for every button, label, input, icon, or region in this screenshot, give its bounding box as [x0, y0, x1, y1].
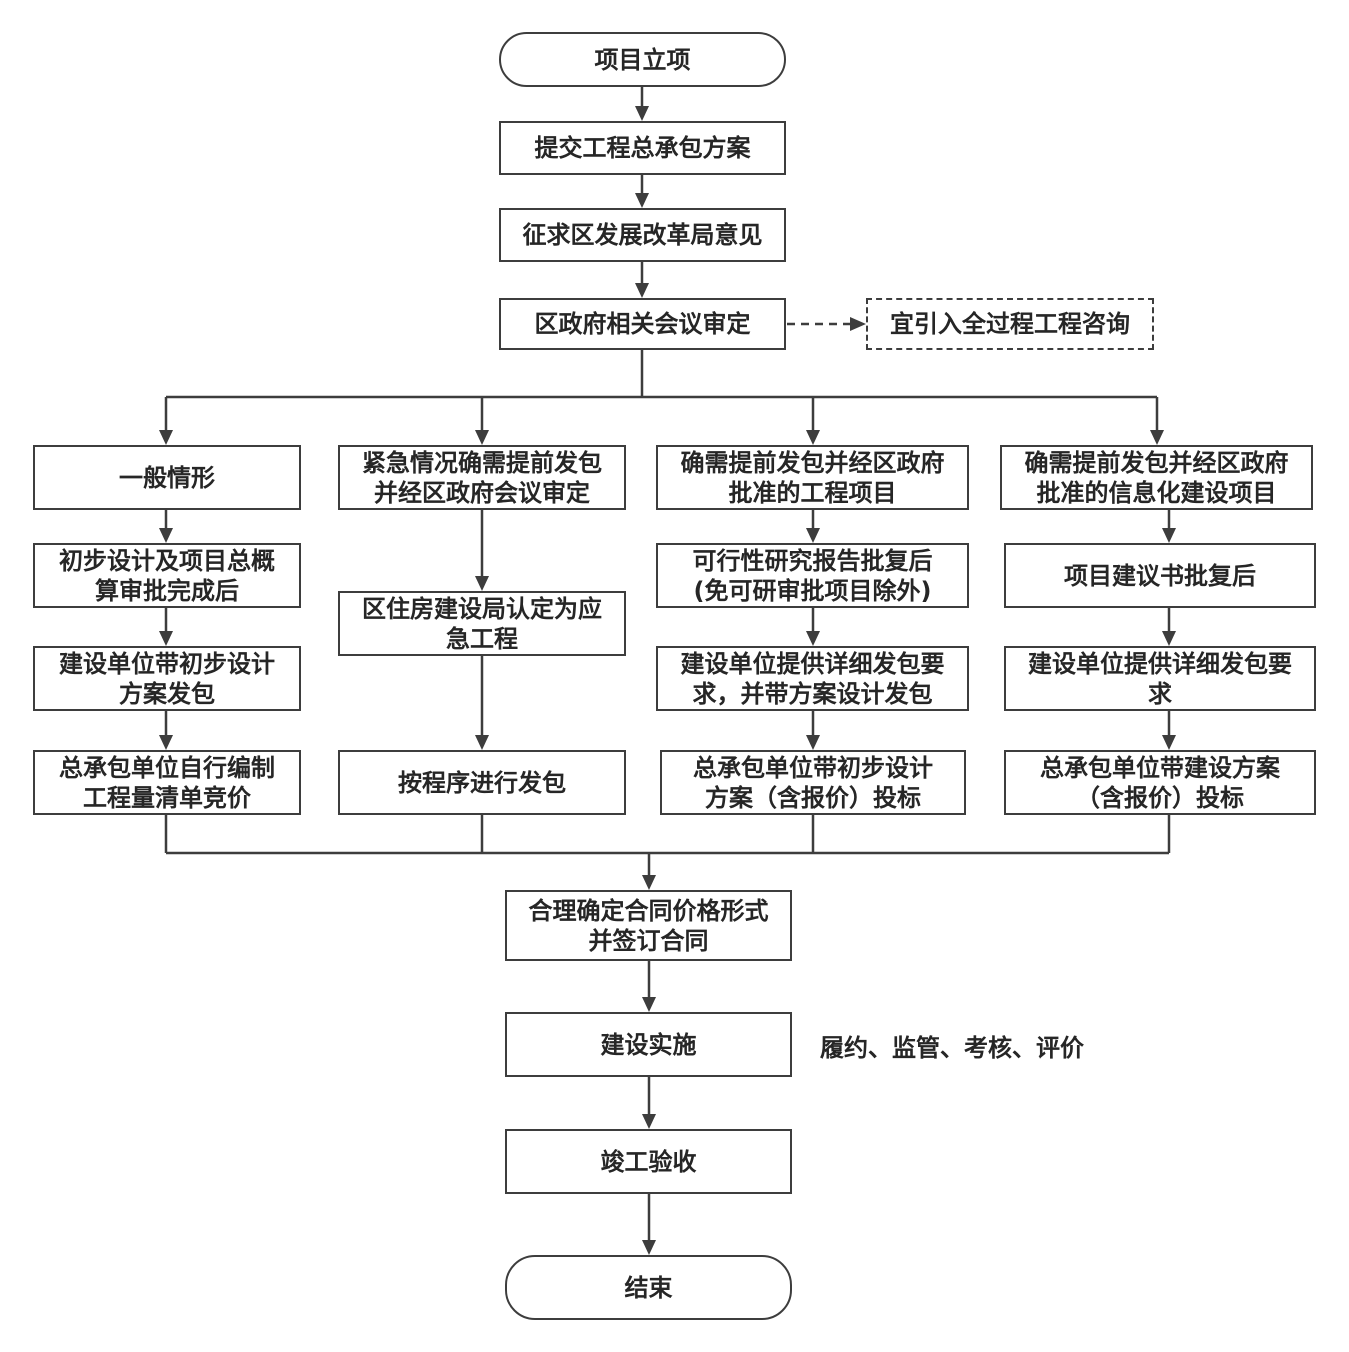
branch-1-step-3-line: 工程量清单竞价	[83, 783, 251, 812]
side-consulting-label: 宜引入全过程工程咨询	[890, 310, 1130, 338]
arrowhead	[642, 875, 656, 890]
arrowhead	[475, 430, 489, 445]
branch-4-step-3-line: 总承包单位带建设方案	[1040, 753, 1280, 782]
branch-4-head: 确需提前发包并经区政府批准的信息化建设项目	[1000, 445, 1313, 510]
branch-3-step-1-line: (免可研审批项目除外)	[693, 576, 932, 605]
arrowhead	[159, 430, 173, 445]
arrowhead	[159, 631, 173, 646]
arrowhead	[475, 576, 489, 591]
branch-3-step-3-line: 总承包单位带初步设计	[693, 753, 933, 782]
step-submit-plan: 提交工程总承包方案	[499, 121, 786, 175]
arrowhead	[159, 528, 173, 543]
step-district-review: 区政府相关会议审定	[499, 298, 786, 350]
step-consult-bureau: 征求区发展改革局意见	[499, 208, 786, 262]
branch-3-head: 确需提前发包并经区政府批准的工程项目	[656, 445, 969, 510]
arrowhead	[635, 283, 649, 298]
step-contract-line: 合理确定合同价格形式	[528, 896, 769, 925]
arrowhead	[1162, 631, 1176, 646]
branch-3-step-1-line: 可行性研究报告批复后	[692, 546, 933, 575]
branch-1-step-1-line: 算审批完成后	[95, 576, 239, 605]
branch-3-head-line: 批准的工程项目	[728, 478, 897, 507]
branch-1-head-line: 一般情形	[119, 463, 215, 492]
step-consult-bureau-label: 征求区发展改革局意见	[522, 221, 763, 249]
end-label: 结束	[624, 1273, 673, 1302]
arrowhead	[850, 317, 866, 331]
branch-3-step-1: 可行性研究报告批复后(免可研审批项目除外)	[656, 543, 969, 608]
step-submit-plan-label: 提交工程总承包方案	[534, 134, 751, 162]
arrowhead	[806, 430, 820, 445]
branch-4-step-3-line: （含报价）投标	[1076, 783, 1244, 812]
branch-4-head-line: 批准的信息化建设项目	[1036, 478, 1277, 507]
branch-4-step-1: 项目建议书批复后	[1004, 543, 1316, 608]
arrowhead	[635, 193, 649, 208]
branch-1-step-2-line: 方案发包	[119, 679, 215, 708]
construction-note: 履约、监管、考核、评价	[820, 1034, 1084, 1062]
arrowhead	[642, 997, 656, 1012]
branch-2-head-line: 紧急情况确需提前发包	[362, 448, 602, 477]
start-terminal: 项目立项	[499, 32, 786, 87]
branch-4-step-2-line: 求	[1148, 679, 1172, 708]
step-district-review-label: 区政府相关会议审定	[534, 310, 751, 338]
arrowhead	[806, 735, 820, 750]
branch-1-step-1: 初步设计及项目总概算审批完成后	[33, 543, 301, 608]
step-acceptance: 竣工验收	[505, 1129, 792, 1194]
branch-1-step-3: 总承包单位自行编制工程量清单竞价	[33, 750, 301, 815]
step-acceptance-label: 竣工验收	[600, 1147, 697, 1176]
branch-4-step-3: 总承包单位带建设方案（含报价）投标	[1004, 750, 1316, 815]
arrowhead	[1150, 430, 1164, 445]
step-construction-label: 建设实施	[600, 1030, 697, 1059]
branch-1-step-2-line: 建设单位带初步设计	[59, 649, 275, 678]
branch-3-step-3-line: 方案（含报价）投标	[705, 783, 921, 812]
branch-3-step-3: 总承包单位带初步设计方案（含报价）投标	[660, 750, 966, 815]
arrowhead	[1162, 735, 1176, 750]
arrowhead	[159, 735, 173, 750]
branch-2-step-1: 区住房建设局认定为应急工程	[338, 591, 626, 656]
arrowhead	[475, 735, 489, 750]
step-construction: 建设实施	[505, 1012, 792, 1077]
branch-3-step-2: 建设单位提供详细发包要求，并带方案设计发包	[656, 646, 969, 711]
arrowhead	[642, 1240, 656, 1255]
branch-2-head: 紧急情况确需提前发包并经区政府会议审定	[338, 445, 626, 510]
start-label: 项目立项	[594, 45, 691, 74]
branch-2-step-1-line: 急工程	[446, 624, 518, 653]
branch-1-step-2: 建设单位带初步设计方案发包	[33, 646, 301, 711]
arrowhead	[806, 631, 820, 646]
branch-2-step-1-line: 区住房建设局认定为应	[362, 594, 602, 623]
end-terminal: 结束	[505, 1255, 792, 1320]
arrowhead	[806, 528, 820, 543]
branch-4-step-1-line: 项目建议书批复后	[1064, 561, 1256, 590]
branch-2-step-2: 按程序进行发包	[338, 750, 626, 815]
branch-1-step-3-line: 总承包单位自行编制	[59, 753, 275, 782]
branch-4-head-line: 确需提前发包并经区政府	[1024, 448, 1289, 477]
step-contract: 合理确定合同价格形式并签订合同	[505, 890, 792, 961]
arrowhead	[642, 1114, 656, 1129]
branch-2-head-line: 并经区政府会议审定	[374, 478, 590, 507]
branch-2-step-2-line: 按程序进行发包	[398, 768, 566, 797]
arrowhead	[635, 106, 649, 121]
side-consulting-box: 宜引入全过程工程咨询	[866, 298, 1154, 350]
arrowhead	[1162, 528, 1176, 543]
branch-3-step-2-line: 求，并带方案设计发包	[692, 679, 933, 708]
branch-1-head: 一般情形	[33, 445, 301, 510]
branch-4-step-2-line: 建设单位提供详细发包要	[1028, 649, 1292, 678]
branch-3-head-line: 确需提前发包并经区政府	[680, 448, 945, 477]
step-contract-line: 并签订合同	[588, 926, 709, 955]
branch-4-step-2: 建设单位提供详细发包要求	[1004, 646, 1316, 711]
branch-1-step-1-line: 初步设计及项目总概	[59, 546, 275, 575]
branch-3-step-2-line: 建设单位提供详细发包要	[680, 649, 945, 678]
